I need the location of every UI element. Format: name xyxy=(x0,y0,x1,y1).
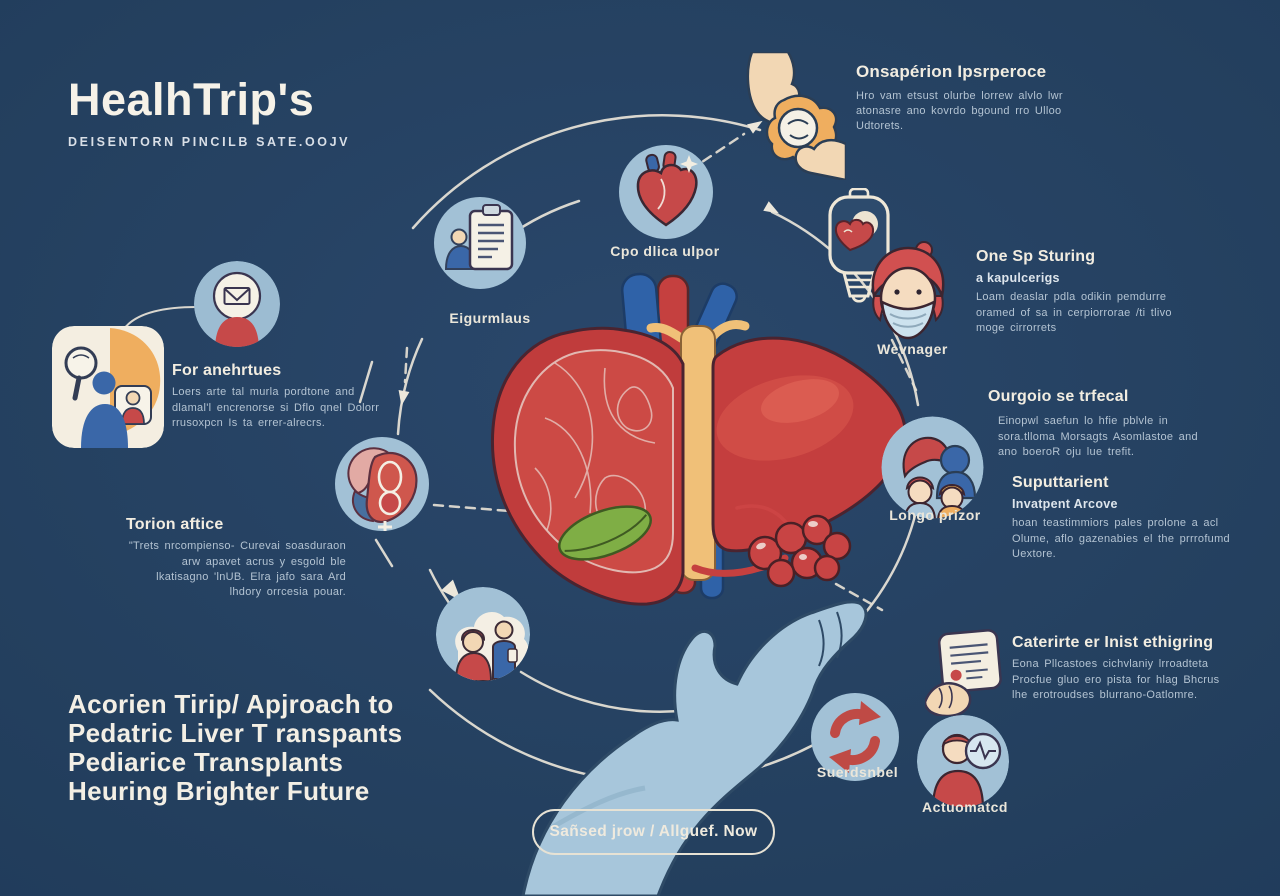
section-suputarient: Suputtarient Invatpent Arcove hoan teast… xyxy=(1012,474,1232,562)
section-body: "Trets nrcompienso- Curevai soasduraon a… xyxy=(128,540,346,598)
section-heading: Suputtarient xyxy=(1012,474,1109,491)
envelope-person-icon xyxy=(194,261,280,347)
label-clipboard: Eigurmlaus xyxy=(449,310,531,326)
section-body: hoan teastimmiors pales prolone a acl Ol… xyxy=(1012,517,1230,560)
hand-organ-icon xyxy=(742,52,846,180)
section-subheading: Invatpent Arcove xyxy=(1012,497,1118,512)
section-ourgoio: Ourgoio se trfecal Einopwl saefun lo hfi… xyxy=(988,388,1218,460)
label-refresh: Suerdsnbel xyxy=(816,764,899,780)
brand: HealhTrip's DEISENTORN PINCILB SATE.OOJV xyxy=(68,74,488,149)
document-hand-icon xyxy=(925,628,1007,716)
iv-bag-icon xyxy=(820,188,898,314)
label-group: Longo prizor xyxy=(889,507,981,523)
section-body: Loam deaslar pdla odikin pemdurre oramed… xyxy=(976,291,1172,334)
cta-button[interactable]: Sañsed jrow / Allguef. Now xyxy=(532,809,775,855)
section-subheading: a kapulcerigs xyxy=(976,271,1060,286)
label-heart: Cpo dlica ulpor xyxy=(610,243,720,259)
section-heading: Ourgoio se trfecal xyxy=(988,388,1129,405)
section-heading: One Sp Sturing xyxy=(976,248,1096,265)
section-body: Loers arte tal murla pordtone and dlamal… xyxy=(172,386,380,429)
footer-title-line: Pedatric Liver T ranspants xyxy=(68,718,403,748)
label-nurse: Wevnager xyxy=(877,341,948,357)
section-body: Hro vam etsust olurbe lorrew alvlo lwr a… xyxy=(856,89,1063,132)
brand-title: HealhTrip's xyxy=(68,74,315,125)
section-torion: Torion aftice "Trets nrcompienso- Cureva… xyxy=(126,516,346,600)
nurse-icon xyxy=(860,240,955,350)
footer-title-line: Pediarice Transplants xyxy=(68,747,344,777)
section-body: Eona Pllcastoes cichvlaniy lrroadteta Pr… xyxy=(1012,658,1220,701)
section-for-anehrtues: For anehrtues Loers arte tal murla pordt… xyxy=(172,362,394,431)
consult-card-icon xyxy=(52,326,164,448)
section-heading: Caterirte er Inist ethigring xyxy=(1012,634,1214,651)
section-caterirte: Caterirte er Inist ethigring Eona Pllcas… xyxy=(1012,634,1252,703)
anatomy-heart-icon xyxy=(333,435,431,533)
patient-group-icon xyxy=(879,414,986,521)
section-heading: Onsapérion Ipsrperoce xyxy=(856,62,1047,81)
section-onsaperion: Onsapérion Ipsrperoce Hro vam etsust olu… xyxy=(856,62,1108,134)
footer-title-line: Heuring Brighter Future xyxy=(68,776,370,806)
section-heading: Torion aftice xyxy=(126,516,224,533)
liver-illustration xyxy=(490,272,907,896)
label-patient: Actuomatcd xyxy=(922,799,1008,815)
family-icon xyxy=(434,585,532,683)
heart-icon xyxy=(617,143,715,241)
section-body: Einopwl saefun lo hfie pblvle in sora.tl… xyxy=(998,415,1198,458)
clipboard-icon xyxy=(432,195,528,291)
footer-title: Acorien Tirip/ Apjroach to Pedatric Live… xyxy=(68,690,508,806)
section-one-sp: One Sp Sturing a kapulcerigs Loam deasla… xyxy=(976,248,1198,336)
section-heading: For anehrtues xyxy=(172,362,282,379)
footer-title-line: Acorien Tirip/ Apjroach to xyxy=(68,689,394,719)
brand-subtitle: DEISENTORN PINCILB SATE.OOJV xyxy=(68,135,351,149)
refresh-cycle-icon xyxy=(809,691,901,783)
patient-monitor-icon xyxy=(915,713,1011,809)
